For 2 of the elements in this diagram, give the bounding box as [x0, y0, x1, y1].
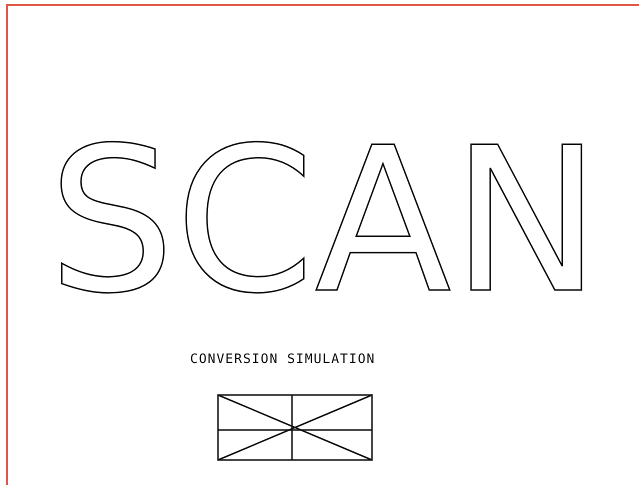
caption-text: CONVERSION SIMULATION — [190, 352, 376, 367]
large-outlined-lettering: SCAN — [48, 105, 602, 338]
